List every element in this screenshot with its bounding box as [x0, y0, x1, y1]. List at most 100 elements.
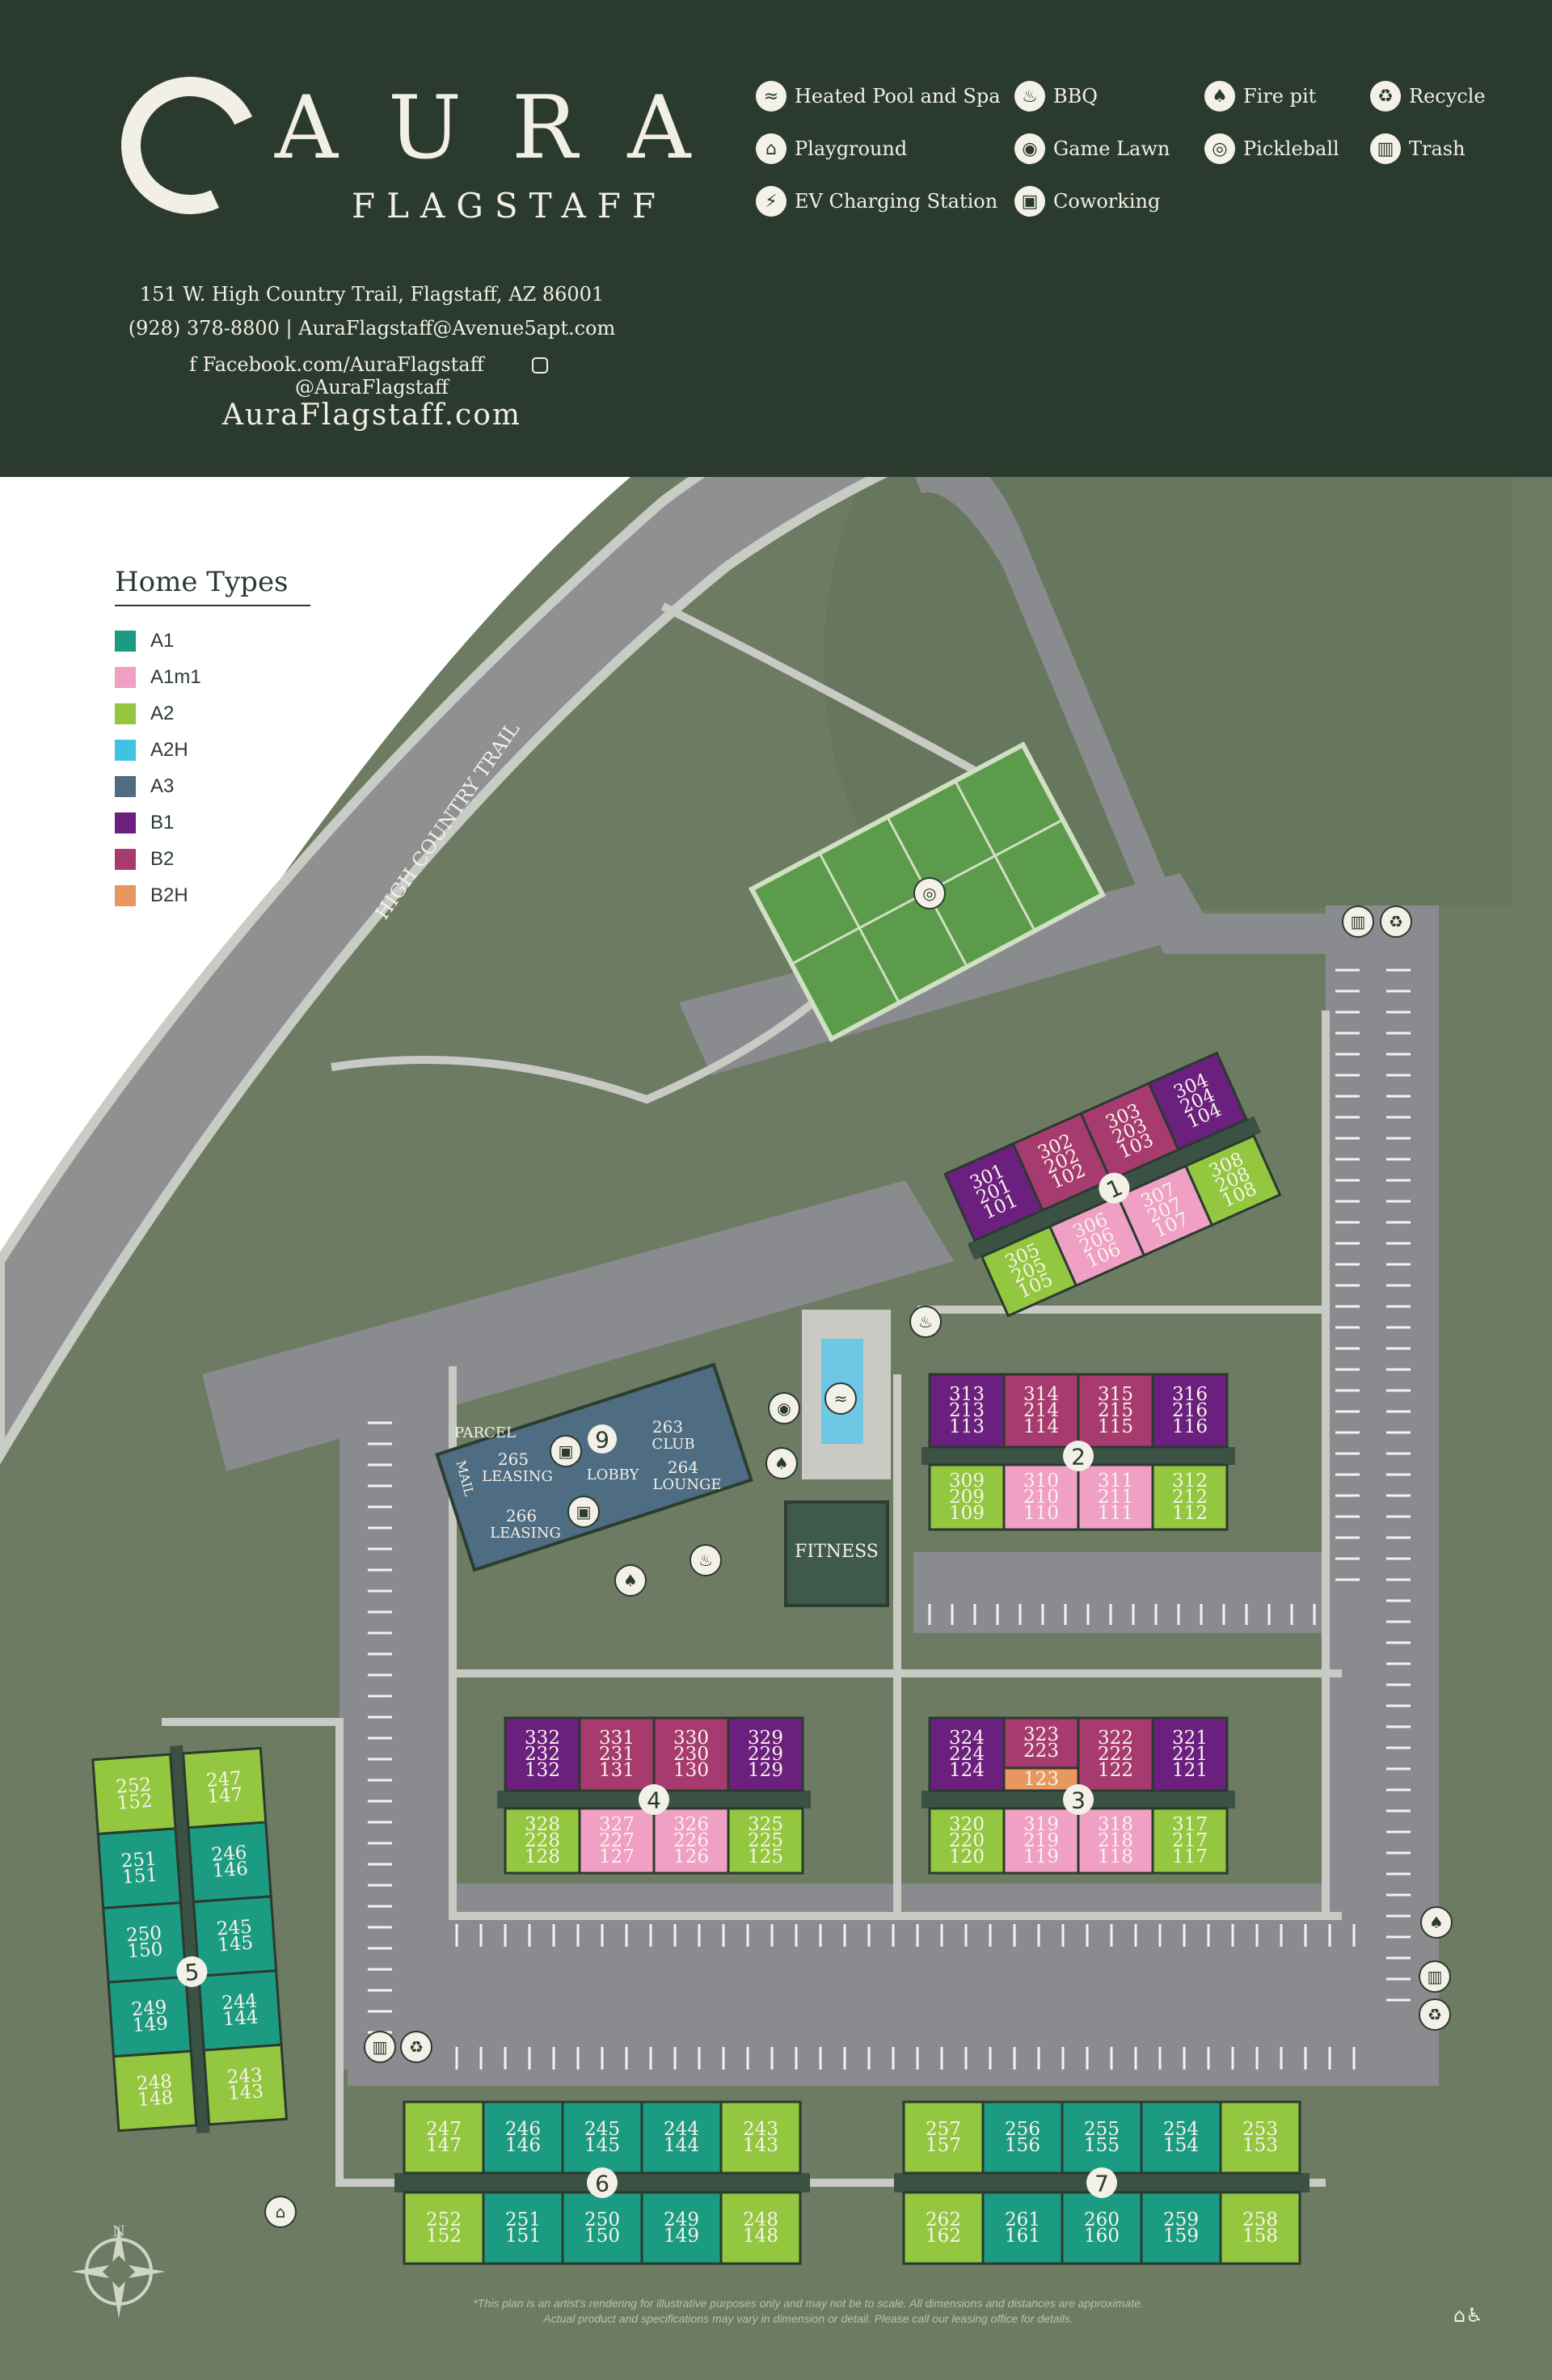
- fitness-label: FITNESS: [795, 1542, 879, 1562]
- legend-item-a3: A3: [115, 768, 325, 804]
- facebook-link[interactable]: Facebook.com/AuraFlagstaff: [202, 353, 484, 376]
- unit-a2[interactable]: [902, 2100, 985, 2175]
- unit-a1[interactable]: [482, 2100, 564, 2175]
- legend-swatch: [115, 884, 136, 906]
- amenity-playground: ⌂Playground: [756, 133, 907, 164]
- compass: N: [72, 2223, 166, 2319]
- legend-label: B2: [150, 847, 175, 870]
- unit-a2[interactable]: [719, 2100, 802, 2175]
- unit-b1[interactable]: [1151, 1716, 1229, 1792]
- unit-a1[interactable]: [482, 2191, 564, 2265]
- unit-a2[interactable]: [902, 2191, 985, 2265]
- fitness-building: [784, 1500, 889, 1607]
- game-lawn-icon: ◉: [1014, 133, 1045, 164]
- unit-b1[interactable]: [1151, 1373, 1229, 1449]
- fire-pit-icon: ♠: [1420, 1906, 1453, 1939]
- pool-icon: ≈: [756, 81, 787, 112]
- unit-b1[interactable]: [727, 1716, 804, 1792]
- unit-a2[interactable]: [1219, 2100, 1301, 2175]
- unit-b2[interactable]: [578, 1716, 656, 1792]
- unit-b1[interactable]: [928, 1716, 1006, 1792]
- unit-a1[interactable]: [1061, 2191, 1143, 2265]
- building-number: 2: [1071, 1444, 1086, 1471]
- unit-a1[interactable]: [1140, 2100, 1222, 2175]
- unit-a2[interactable]: [719, 2191, 802, 2265]
- instagram-link[interactable]: @AuraFlagstaff: [295, 376, 449, 399]
- trash-icon: ▥: [1419, 1960, 1451, 1993]
- unit-a1m1[interactable]: [1077, 1463, 1154, 1531]
- coworking-icon: ▣: [567, 1496, 600, 1528]
- disclaimer: *This plan is an artist's rendering for …: [404, 2296, 1212, 2327]
- unit-a1[interactable]: [1140, 2191, 1222, 2265]
- unit-a2[interactable]: [928, 1463, 1006, 1531]
- unit-label: 249149: [131, 1997, 169, 2036]
- coworking-icon: ▣: [1014, 186, 1045, 217]
- building-number-badge: [587, 2167, 618, 2198]
- unit-a1[interactable]: [981, 2191, 1064, 2265]
- legend-item-a1m1: A1m1: [115, 659, 325, 695]
- svg-text:▥: ▥: [373, 2037, 388, 2057]
- unit-a2[interactable]: [202, 2043, 289, 2126]
- aura-logo: AURA FLAGSTAFF: [102, 57, 703, 234]
- building-number-badge: [1063, 1784, 1094, 1815]
- building-number: 6: [595, 2171, 609, 2197]
- trash-icon: ▥: [364, 2031, 396, 2063]
- trash-icon: ▥: [1342, 905, 1374, 938]
- pickleball-icon: ◎: [913, 877, 946, 909]
- unit-b1[interactable]: [1147, 1051, 1248, 1152]
- clubhouse-263: 263: [652, 1417, 683, 1437]
- legend-item-a2h: A2H: [115, 732, 325, 768]
- legend-label: A2H: [150, 738, 188, 761]
- svg-text:▥: ▥: [1428, 1967, 1443, 1986]
- svg-text:♨: ♨: [918, 1312, 933, 1331]
- svg-text:▣: ▣: [559, 1441, 574, 1461]
- amenity-label: BBQ: [1053, 85, 1098, 108]
- unit-a2[interactable]: [112, 2049, 198, 2133]
- unit-a1m1[interactable]: [652, 1807, 730, 1875]
- legend-swatch: [115, 775, 136, 797]
- unit-a1m1[interactable]: [1077, 1807, 1154, 1875]
- unit-a1m1[interactable]: [578, 1807, 656, 1875]
- unit-b1[interactable]: [928, 1373, 1006, 1449]
- recycle-icon: ♻: [1419, 1998, 1451, 2031]
- fire-pit-icon: ♠: [1204, 81, 1235, 112]
- legend-item-b2h: B2H: [115, 877, 325, 914]
- unit-a2[interactable]: [727, 1807, 804, 1875]
- unit-a2[interactable]: [403, 2191, 485, 2265]
- unit-b2h[interactable]: [1002, 1766, 1080, 1792]
- unit-a2[interactable]: [1219, 2191, 1301, 2265]
- unit-a2[interactable]: [1183, 1133, 1282, 1227]
- svg-text:♻: ♻: [1428, 2005, 1442, 2024]
- header-band: AURA FLAGSTAFF 151 W. High Country Trail…: [0, 0, 1552, 477]
- unit-a1[interactable]: [561, 2191, 643, 2265]
- unit-a1[interactable]: [640, 2100, 723, 2175]
- legend-swatch: [115, 630, 136, 652]
- amenity-fire-pit: ♠Fire pit: [1204, 81, 1316, 112]
- unit-a2[interactable]: [1151, 1463, 1229, 1531]
- instagram-icon: [531, 357, 548, 373]
- website[interactable]: AuraFlagstaff.com: [221, 399, 522, 432]
- legend-swatch: [115, 848, 136, 870]
- unit-label: 123: [1023, 1769, 1059, 1790]
- unit-a2[interactable]: [1151, 1807, 1229, 1875]
- unit-b2[interactable]: [652, 1716, 730, 1792]
- clubhouse-266-leasing: LEASING: [490, 1525, 561, 1542]
- unit-a1m1[interactable]: [1002, 1807, 1080, 1875]
- svg-text:♨: ♨: [698, 1551, 713, 1570]
- unit-a2[interactable]: [504, 1807, 581, 1875]
- unit-b2[interactable]: [1077, 1373, 1154, 1449]
- amenity-label: Playground: [795, 137, 908, 160]
